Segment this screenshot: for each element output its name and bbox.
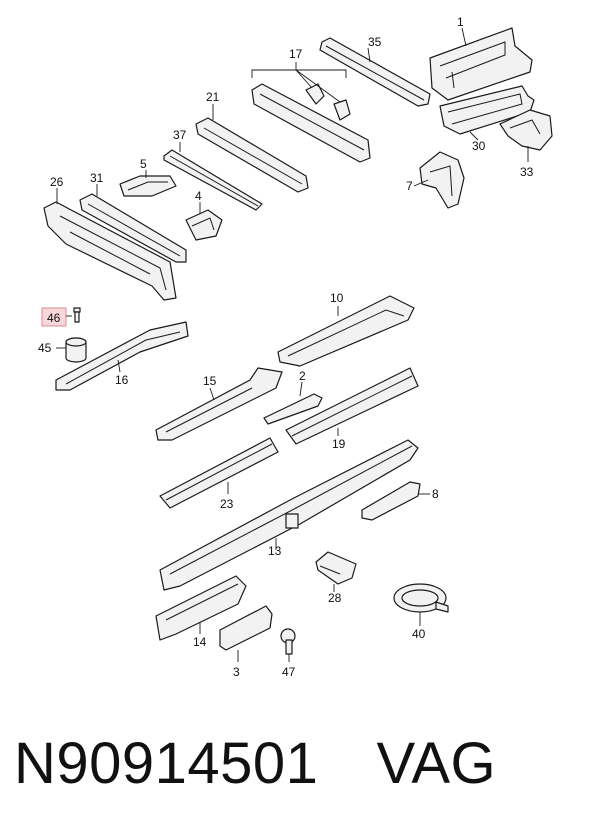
part-46: 46 xyxy=(41,307,81,327)
part-23: 23 xyxy=(159,437,279,511)
callout-7: 7 xyxy=(406,179,413,193)
callout-40: 40 xyxy=(412,627,426,641)
part-30: 30 xyxy=(439,85,535,153)
callout-5: 5 xyxy=(140,157,147,171)
part-16: 16 xyxy=(55,321,189,391)
callout-47: 47 xyxy=(282,665,296,679)
callout-46-highlight xyxy=(41,307,67,327)
part-33: 33 xyxy=(499,109,553,179)
callout-21: 21 xyxy=(206,90,220,104)
part-47: 47 xyxy=(280,628,296,679)
part-17: 17 xyxy=(251,47,371,163)
callout-33: 33 xyxy=(520,165,534,179)
callout-37: 37 xyxy=(173,128,187,142)
callout-10: 10 xyxy=(330,291,344,305)
part-1: 1 xyxy=(429,15,533,101)
callout-45: 45 xyxy=(38,341,52,355)
part-15: 15 xyxy=(155,367,283,441)
callout-30: 30 xyxy=(472,139,486,153)
callout-46: 46 xyxy=(47,311,61,325)
callout-23: 23 xyxy=(220,497,234,511)
callout-2: 2 xyxy=(299,369,306,383)
callout-3: 3 xyxy=(233,665,240,679)
manufacturer-name: VAG xyxy=(376,731,497,796)
callout-13: 13 xyxy=(268,544,282,558)
part-14: 14 xyxy=(155,575,247,649)
exploded-parts-diagram: 1 35 17 21 30 33 xyxy=(38,15,553,679)
part-10: 10 xyxy=(277,291,415,367)
callout-19: 19 xyxy=(332,437,346,451)
part-5: 5 xyxy=(119,157,177,197)
callout-1: 1 xyxy=(457,15,464,29)
part-13: 13 xyxy=(159,439,419,591)
callout-8: 8 xyxy=(432,487,439,501)
callout-16: 16 xyxy=(115,373,129,387)
part-37: 37 xyxy=(163,128,263,211)
callout-4: 4 xyxy=(195,189,202,203)
callout-31: 31 xyxy=(90,171,104,185)
part-40: 40 xyxy=(393,583,449,641)
part-19: 19 xyxy=(285,367,419,451)
part-number: N90914501 xyxy=(14,731,319,796)
callout-28: 28 xyxy=(328,591,342,605)
part-21: 21 xyxy=(195,90,309,193)
callout-26: 26 xyxy=(50,175,64,189)
part-35: 35 xyxy=(319,35,431,107)
part-8: 8 xyxy=(361,481,439,521)
callout-14: 14 xyxy=(193,635,207,649)
part-number-caption: N90914501 VAG xyxy=(14,730,496,797)
callout-35: 35 xyxy=(368,35,382,49)
callout-17: 17 xyxy=(289,47,303,61)
part-28: 28 xyxy=(315,551,357,605)
part-4: 4 xyxy=(185,189,223,241)
part-7: 7 xyxy=(406,151,465,209)
part-2: 2 xyxy=(263,369,323,425)
part-31: 31 xyxy=(79,171,187,263)
part-45: 45 xyxy=(38,337,87,363)
part-3: 3 xyxy=(219,605,273,679)
part-26: 26 xyxy=(43,175,177,301)
callout-15: 15 xyxy=(203,374,217,388)
